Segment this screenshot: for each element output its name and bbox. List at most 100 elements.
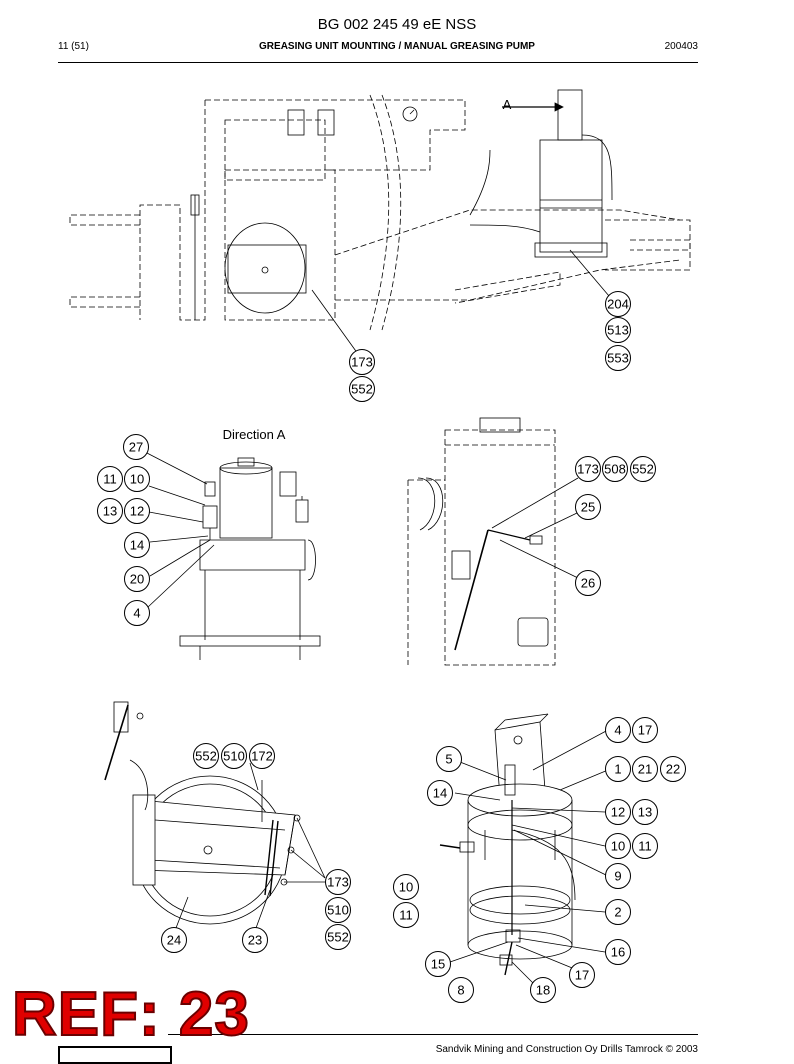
callout-direction_a-14: 14 xyxy=(130,538,144,553)
callout-side-552: 552 xyxy=(632,462,654,477)
callout-direction_a-13: 13 xyxy=(103,504,117,519)
callout-pump-2: 2 xyxy=(614,905,621,920)
callout-reel-552: 552 xyxy=(327,930,349,945)
callout-reel-510: 510 xyxy=(223,749,245,764)
leader-14-pump xyxy=(454,792,501,801)
callout-pump-15: 15 xyxy=(431,957,445,972)
callout-pump-9-circle xyxy=(605,863,631,889)
callout-top-552: 552 xyxy=(351,382,373,397)
leader-173 xyxy=(311,289,359,355)
callout-side-25-circle xyxy=(575,494,601,520)
top-view-frame xyxy=(69,94,691,331)
callout-pump-10: 10 xyxy=(399,880,413,895)
callout-pump-11-circle xyxy=(393,902,419,928)
callout-reel-173: 173 xyxy=(327,875,349,890)
callout-pump-17-circle xyxy=(569,962,595,988)
leader-23 xyxy=(255,889,271,929)
leader-4 xyxy=(147,544,215,608)
callout-top-553-circle xyxy=(605,345,631,371)
callout-direction_a-27: 27 xyxy=(129,440,143,455)
callout-pump-8-circle xyxy=(448,977,474,1003)
callout-direction_a-13-circle xyxy=(97,498,123,524)
top-view-pump xyxy=(469,89,613,258)
date-code: 200403 xyxy=(664,41,698,52)
leader-4-pump xyxy=(532,729,609,771)
top-view-hole-2 xyxy=(317,109,335,136)
callout-pump-16-circle xyxy=(605,939,631,965)
side-view-bracket xyxy=(451,550,471,580)
header-rule xyxy=(58,62,698,63)
side-view-pump-top xyxy=(479,417,521,433)
leader-204 xyxy=(569,249,610,297)
side-view-grease-gun xyxy=(454,529,489,651)
callout-pump-17: 17 xyxy=(638,723,652,738)
callout-reel-552: 552 xyxy=(195,749,217,764)
callout-pump-14-circle xyxy=(427,780,453,806)
side-view-reel xyxy=(517,617,549,647)
footer-copyright: Sandvik Mining and Construction Oy Drill… xyxy=(435,1044,698,1055)
leader-9 xyxy=(513,829,609,877)
direction-a-title: Direction A xyxy=(223,427,286,442)
callout-side-508: 508 xyxy=(604,462,626,477)
view-arrow-label: A xyxy=(503,97,512,112)
callout-pump-1: 1 xyxy=(614,762,621,777)
callout-direction_a-4-circle xyxy=(124,600,150,626)
callout-reel-24-circle xyxy=(161,927,187,953)
callout-side-26-circle xyxy=(575,570,601,596)
callout-direction_a-10: 10 xyxy=(130,472,144,487)
callout-side-26: 26 xyxy=(581,576,595,591)
leader-18 xyxy=(511,961,536,986)
leader-27 xyxy=(144,451,208,485)
top-view-reel xyxy=(224,222,306,314)
callout-direction_a-4: 4 xyxy=(133,606,140,621)
callout-direction_a-14-circle xyxy=(124,532,150,558)
leader-15 xyxy=(449,941,509,963)
leader-20 xyxy=(149,539,211,577)
callout-reel-552-circle xyxy=(325,924,351,950)
callout-top-513-circle xyxy=(605,317,631,343)
callout-direction_a-12: 12 xyxy=(130,504,144,519)
callout-direction_a-11: 11 xyxy=(103,472,117,487)
leader-24 xyxy=(175,896,189,929)
leader-10 xyxy=(148,485,206,506)
callout-pump-4-circle xyxy=(605,717,631,743)
leader-12 xyxy=(148,511,204,523)
reference-stamp: REF: 23 xyxy=(11,980,250,1049)
callout-pump-11: 11 xyxy=(638,839,652,854)
callout-direction_a-27-circle xyxy=(123,434,149,460)
callout-pump-5-circle xyxy=(436,746,462,772)
callout-reel-24: 24 xyxy=(167,933,181,948)
callout-pump-9: 9 xyxy=(614,869,621,884)
callout-pump-18: 18 xyxy=(536,983,550,998)
leader-1 xyxy=(559,769,609,791)
callout-top-173-circle xyxy=(349,349,375,375)
callout-pump-15-circle xyxy=(425,951,451,977)
pressure-gauge-icon xyxy=(402,106,418,122)
callout-side-173: 173 xyxy=(577,462,599,477)
callout-top-204: 204 xyxy=(607,297,629,312)
leader-552-reel xyxy=(249,762,259,791)
page-number: 11 (51) xyxy=(58,41,89,52)
direction-a-pump xyxy=(179,457,321,660)
callout-pump-1-circle xyxy=(605,756,631,782)
leader-17-pump xyxy=(515,944,583,973)
callout-reel-172-circle xyxy=(249,743,275,769)
pump-detail xyxy=(439,713,576,976)
leader-16 xyxy=(517,937,606,953)
callout-top-173: 173 xyxy=(351,355,373,370)
reel-assembly xyxy=(104,701,301,925)
callout-direction_a-11-circle xyxy=(97,466,123,492)
callout-reel-510-circle xyxy=(325,897,351,923)
leader-5 xyxy=(459,761,507,781)
callout-pump-11: 11 xyxy=(399,908,413,923)
callout-pump-10: 10 xyxy=(611,839,625,854)
callout-pump-22-circle xyxy=(660,756,686,782)
leader-26 xyxy=(499,539,579,579)
callout-pump-21: 21 xyxy=(638,762,652,777)
callout-pump-13: 13 xyxy=(638,805,652,820)
callout-side-508-circle xyxy=(602,456,628,482)
leader-2 xyxy=(524,904,606,913)
section-title: GREASING UNIT MOUNTING / MANUAL GREASING… xyxy=(259,41,535,52)
callout-reel-510: 510 xyxy=(327,903,349,918)
callout-pump-2-circle xyxy=(605,899,631,925)
